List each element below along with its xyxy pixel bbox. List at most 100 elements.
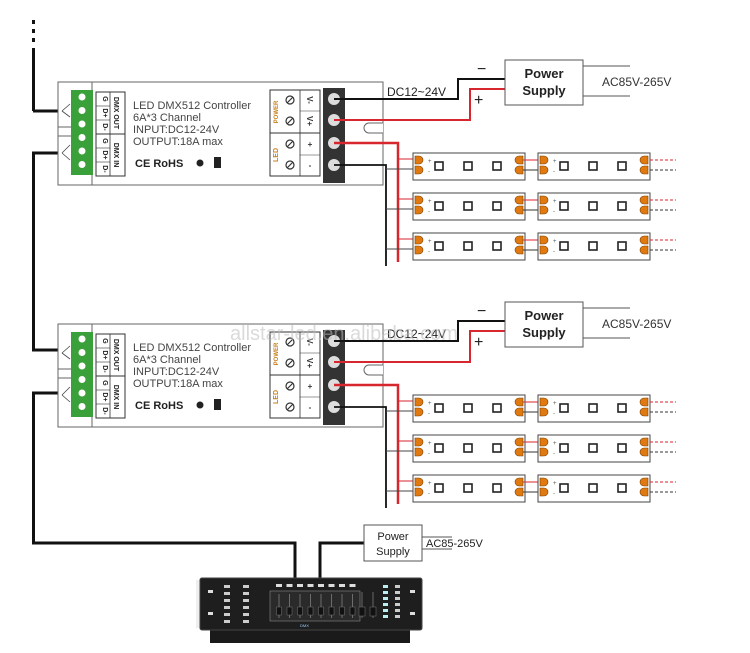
power-supply-label-1: Power (524, 66, 563, 81)
terminal-screw (78, 349, 86, 356)
led-chip (463, 161, 473, 171)
solder-pad (514, 397, 524, 407)
fader-knob (286, 606, 293, 616)
led-chip (559, 161, 569, 171)
dmx-in-pin-label: D- (101, 165, 108, 173)
led-strip: +- (537, 152, 676, 181)
led-strip: +- (412, 474, 540, 503)
solder-pad (539, 477, 549, 487)
led-chip (492, 241, 502, 251)
led-strip-row: +-+- (386, 152, 676, 181)
terminal-label: V- (305, 96, 314, 104)
console-button (276, 584, 282, 587)
fader-knob (339, 606, 345, 616)
solder-pad (414, 397, 424, 407)
pad-plus-label: + (553, 159, 557, 165)
controller-spec-line: INPUT:DC12-24V (133, 366, 220, 378)
led-chip (492, 443, 502, 453)
screw-icon (285, 116, 295, 126)
terminal-label: - (309, 161, 312, 170)
master-fader-knob (369, 606, 377, 617)
screw-icon (285, 337, 295, 347)
console-button (383, 603, 388, 606)
console-ps-label-1: Power (377, 531, 409, 543)
led-minus-bus (334, 406, 387, 508)
solder-pad (414, 477, 424, 487)
controller-spec-line: LED DMX512 Controller (133, 100, 251, 112)
console-ac-label: AC85-265V (426, 538, 484, 550)
solder-pad (539, 447, 549, 457)
led-chip (492, 161, 502, 171)
wire-v-minus (334, 320, 510, 342)
solder-pad (639, 165, 649, 175)
led-strip: +- (537, 434, 676, 463)
screw-icon (285, 139, 295, 149)
solder-pad (514, 245, 524, 255)
solder-pad (514, 477, 524, 487)
led-label: LED (273, 390, 280, 404)
console-button (297, 584, 303, 587)
weee-bin-icon (214, 399, 221, 410)
solder-pad (414, 487, 424, 497)
led-chip (463, 403, 473, 413)
screw-icon (285, 358, 295, 368)
controller-spec-line: 6A*3 Channel (133, 112, 201, 124)
terminal-label: V+ (305, 116, 314, 126)
fader-knob (276, 606, 282, 616)
led-strip: +- (537, 474, 676, 503)
dmx-out-pin-label: G (101, 338, 108, 344)
led-chip (617, 443, 627, 453)
fader-knob (349, 606, 356, 616)
console-button (383, 591, 388, 594)
solder-pad (639, 487, 649, 497)
solder-pad (539, 245, 549, 255)
pad-minus-label: - (553, 169, 555, 175)
ac-voltage-label: AC85V-265V (602, 317, 671, 331)
console-button (224, 606, 230, 609)
power-terminal-block (323, 88, 345, 183)
wire-fork (61, 103, 71, 112)
dmx-out-pin-label: D+ (101, 350, 108, 359)
solder-pad (639, 437, 649, 447)
solder-pad (539, 407, 549, 417)
pad-minus-label: - (553, 491, 555, 497)
terminal-screw (78, 107, 86, 114)
pad-minus-label: - (553, 451, 555, 457)
dmx-out-label: DMX OUT (112, 97, 119, 130)
led-chip (588, 403, 598, 413)
solder-pad (539, 205, 549, 215)
dmx-in-pin-label: D+ (101, 150, 108, 159)
led-chip (492, 403, 502, 413)
power-supply-label-2: Supply (522, 83, 566, 98)
weee-bin-icon (214, 157, 221, 168)
solder-pad (639, 235, 649, 245)
console-button (395, 591, 400, 594)
led-plus-bus (334, 383, 400, 504)
cert-icon (196, 401, 204, 409)
console-button (395, 597, 400, 600)
solder-pad (639, 195, 649, 205)
led-strip: +- (412, 434, 540, 463)
led-chip (463, 201, 473, 211)
solder-pad (414, 205, 424, 215)
pad-minus-label: - (428, 451, 430, 457)
dmx-in-label: DMX IN (112, 143, 119, 168)
led-chip (559, 403, 569, 413)
solder-pad (414, 155, 424, 165)
power-supply-box (504, 59, 584, 106)
console-button (349, 584, 356, 587)
pad-plus-label: + (553, 199, 557, 205)
power-supply-label-1: Power (524, 308, 563, 323)
power-supply-box (504, 301, 584, 348)
solder-pad (414, 235, 424, 245)
solder-pad (414, 195, 424, 205)
console-button (224, 592, 230, 595)
wire-fork (61, 394, 71, 403)
controller-spec-line: 6A*3 Channel (133, 354, 201, 366)
solder-pad (539, 195, 549, 205)
led-strip-row: +-+- (386, 434, 676, 463)
dc-voltage-label: DC12~24V (387, 85, 446, 99)
led-chip (588, 161, 598, 171)
pad-minus-label: - (428, 209, 430, 215)
solder-pad (639, 477, 649, 487)
